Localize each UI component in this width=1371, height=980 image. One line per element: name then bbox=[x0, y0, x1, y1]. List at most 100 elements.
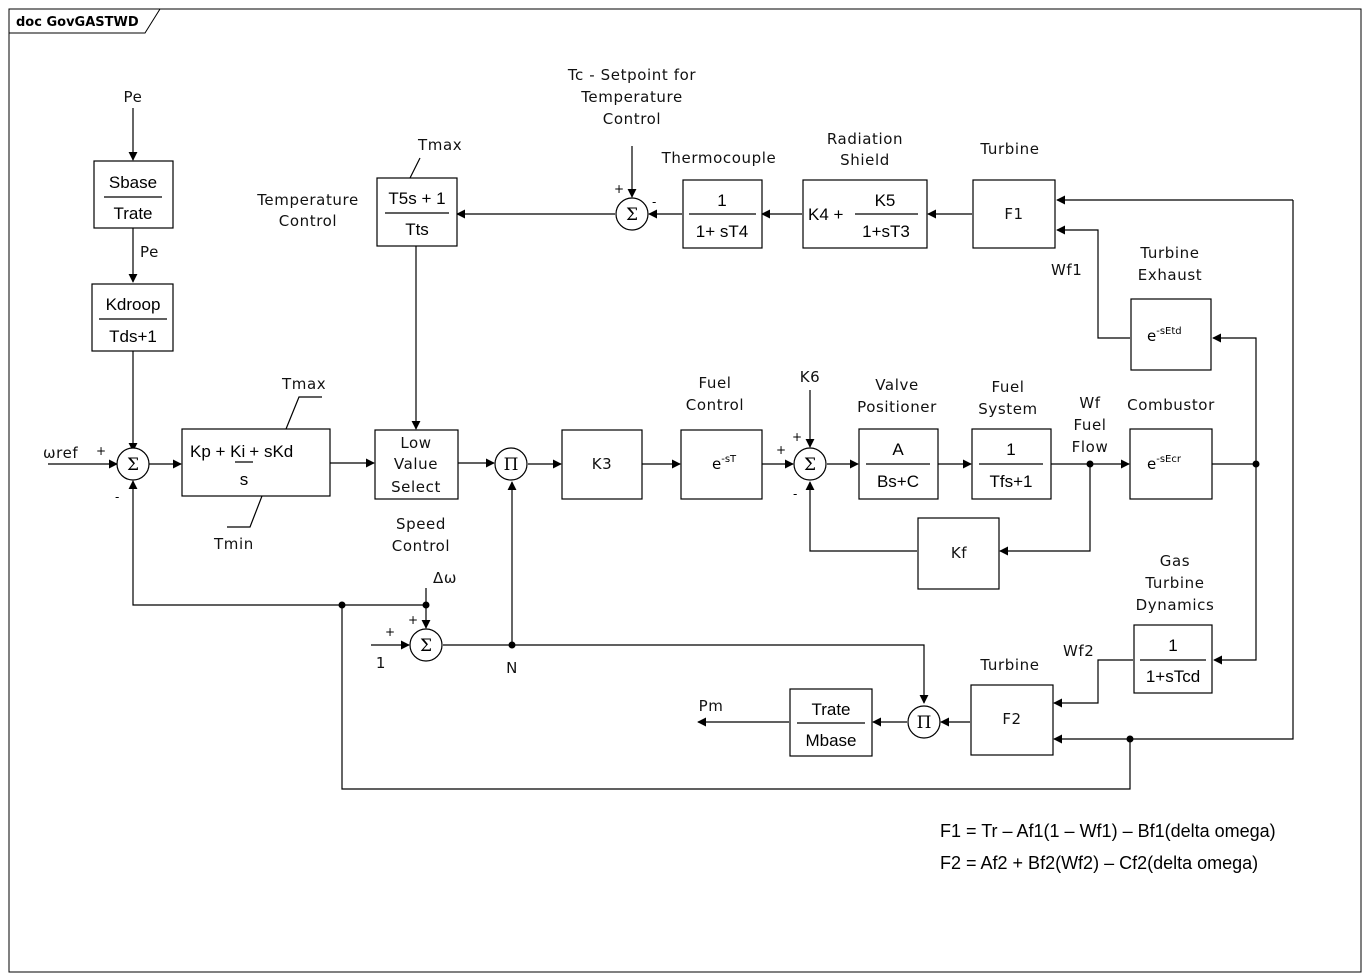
pid-tmin-label: Tmin bbox=[213, 535, 254, 553]
svg-text:e-sT: e-sT bbox=[712, 454, 737, 473]
frame-title-tab bbox=[9, 8, 161, 34]
pid-tmax-label: Tmax bbox=[281, 375, 326, 393]
delta-omega-label: Δω bbox=[433, 569, 457, 587]
product-junction-power: Π bbox=[907, 705, 941, 739]
svg-text:Σ: Σ bbox=[420, 636, 432, 656]
svg-text:Low: Low bbox=[400, 434, 431, 452]
svg-text:Select: Select bbox=[391, 478, 441, 496]
junction-dots bbox=[338, 460, 1260, 743]
kdroop-block: Kdroop Tds+1 bbox=[91, 283, 174, 352]
svg-text:1+sTcd: 1+sTcd bbox=[1146, 667, 1200, 686]
svg-text:+: + bbox=[408, 613, 418, 627]
svg-text:Tds+1: Tds+1 bbox=[109, 327, 157, 346]
svg-text:F1: F1 bbox=[1004, 205, 1023, 223]
fuel-system-label-1: Fuel bbox=[991, 378, 1024, 396]
svg-text:+: + bbox=[385, 625, 395, 639]
kf-block: Kf bbox=[917, 517, 1000, 590]
speed-control-label-1: Speed bbox=[396, 515, 446, 533]
k6-label: K6 bbox=[800, 368, 821, 386]
equation-f1: F1 = Tr – Af1(1 – Wf1) – Bf1(delta omega… bbox=[940, 821, 1276, 841]
wf-fuel-flow-label-1: Wf bbox=[1079, 394, 1100, 412]
pe-input-label: Pe bbox=[124, 88, 143, 106]
svg-text:Trate: Trate bbox=[811, 700, 850, 719]
wf1-label: Wf1 bbox=[1051, 261, 1082, 279]
svg-text:Π: Π bbox=[504, 455, 519, 475]
tc-setpoint-label-2: Temperature bbox=[580, 88, 683, 106]
svg-text:Σ: Σ bbox=[626, 205, 638, 225]
sum-junction-speed-dev: Σ bbox=[409, 628, 443, 662]
f1-block: F1 bbox=[972, 179, 1056, 249]
svg-text:Kf: Kf bbox=[951, 544, 967, 562]
sbase-trate-block: Sbase Trate bbox=[93, 160, 174, 229]
f2-block: F2 bbox=[970, 684, 1054, 756]
thermocouple-block: 1 1+ sT4 bbox=[682, 179, 763, 249]
svg-text:K4 +: K4 + bbox=[808, 205, 844, 224]
turbine-top-label: Turbine bbox=[979, 140, 1039, 158]
wref-label: ωref bbox=[43, 444, 78, 462]
valve-positioner-label-1: Valve bbox=[875, 376, 919, 394]
temperature-control-label-1: Temperature bbox=[256, 191, 359, 209]
svg-text:e-sEtd: e-sEtd bbox=[1147, 326, 1182, 345]
svg-text:Σ: Σ bbox=[127, 455, 139, 475]
sum-junction-temp: Σ bbox=[615, 197, 649, 231]
valve-positioner-block: A Bs+C bbox=[858, 428, 939, 500]
svg-text:-: - bbox=[115, 490, 119, 504]
fuel-control-label-1: Fuel bbox=[698, 374, 731, 392]
fuel-control-label-2: Control bbox=[686, 396, 744, 414]
gas-turbine-dynamics-label-2: Turbine bbox=[1144, 574, 1204, 592]
svg-text:1: 1 bbox=[1006, 440, 1015, 459]
turbine-exhaust-block: e-sEtd bbox=[1130, 298, 1212, 371]
svg-text:Kp + Ki+ sKd: Kp + Ki+ sKd bbox=[190, 442, 293, 461]
equation-f2: F2 = Af2 + Bf2(Wf2) – Cf2(delta omega) bbox=[940, 853, 1258, 873]
svg-text:Σ: Σ bbox=[804, 455, 816, 475]
pm-output-label: Pm bbox=[699, 697, 724, 715]
valve-positioner-label-2: Positioner bbox=[857, 398, 937, 416]
low-value-select-block: Low Value Select bbox=[374, 429, 459, 500]
svg-text:1+ sT4: 1+ sT4 bbox=[696, 222, 748, 241]
svg-text:+: + bbox=[96, 444, 106, 458]
svg-text:-: - bbox=[652, 195, 656, 209]
k3-block: K3 bbox=[561, 429, 643, 500]
svg-text:-: - bbox=[793, 487, 797, 501]
one-input-label: 1 bbox=[376, 654, 386, 672]
svg-text:1: 1 bbox=[1168, 636, 1177, 655]
wf2-label: Wf2 bbox=[1063, 642, 1094, 660]
wf-fuel-flow-label-2: Fuel bbox=[1073, 416, 1106, 434]
combustor-block: e-sEcr bbox=[1129, 428, 1213, 500]
temp-ctrl-tmax-label: Tmax bbox=[417, 136, 462, 154]
svg-text:Bs+C: Bs+C bbox=[877, 472, 919, 491]
svg-text:s: s bbox=[240, 470, 249, 489]
diagram-frame bbox=[8, 8, 1362, 973]
thermocouple-label: Thermocouple bbox=[661, 149, 777, 167]
gas-turbine-dynamics-label-3: Dynamics bbox=[1136, 596, 1215, 614]
radiation-shield-label-2: Shield bbox=[840, 151, 890, 169]
fuel-system-label-2: System bbox=[978, 400, 1038, 418]
svg-text:1: 1 bbox=[717, 191, 726, 210]
svg-text:A: A bbox=[892, 440, 904, 459]
svg-text:K3: K3 bbox=[592, 455, 613, 473]
radiation-shield-label-1: Radiation bbox=[827, 130, 903, 148]
sum-junction-speed: Σ bbox=[116, 447, 150, 481]
n-label: N bbox=[506, 659, 518, 677]
turbine-bottom-label: Turbine bbox=[979, 656, 1039, 674]
svg-text:Tfs+1: Tfs+1 bbox=[990, 472, 1033, 491]
sum-junction-fuel: Σ bbox=[793, 447, 827, 481]
svg-text:Tts: Tts bbox=[405, 220, 429, 239]
svg-text:+: + bbox=[614, 182, 624, 196]
svg-text:Sbase: Sbase bbox=[109, 173, 157, 192]
signal-wires bbox=[48, 108, 1294, 790]
sign-marks: + - + - + + - + + bbox=[96, 182, 802, 639]
temperature-control-block: T5s + 1 Tts bbox=[376, 157, 458, 247]
temperature-control-label-2: Control bbox=[279, 212, 337, 230]
gas-turbine-dynamics-block: 1 1+sTcd bbox=[1133, 624, 1213, 694]
turbine-exhaust-label-2: Exhaust bbox=[1138, 266, 1202, 284]
fuel-control-block: e-sT bbox=[680, 429, 763, 500]
speed-control-label-2: Control bbox=[392, 537, 450, 555]
svg-text:1+sT3: 1+sT3 bbox=[862, 222, 910, 241]
pe-mid-label: Pe bbox=[140, 243, 159, 261]
product-junction-lvs: Π bbox=[494, 447, 528, 481]
svg-text:Mbase: Mbase bbox=[805, 731, 856, 750]
frame-title: doc GovGASTWD bbox=[16, 15, 139, 30]
pid-block: Kp + Ki+ sKd s bbox=[181, 396, 331, 528]
